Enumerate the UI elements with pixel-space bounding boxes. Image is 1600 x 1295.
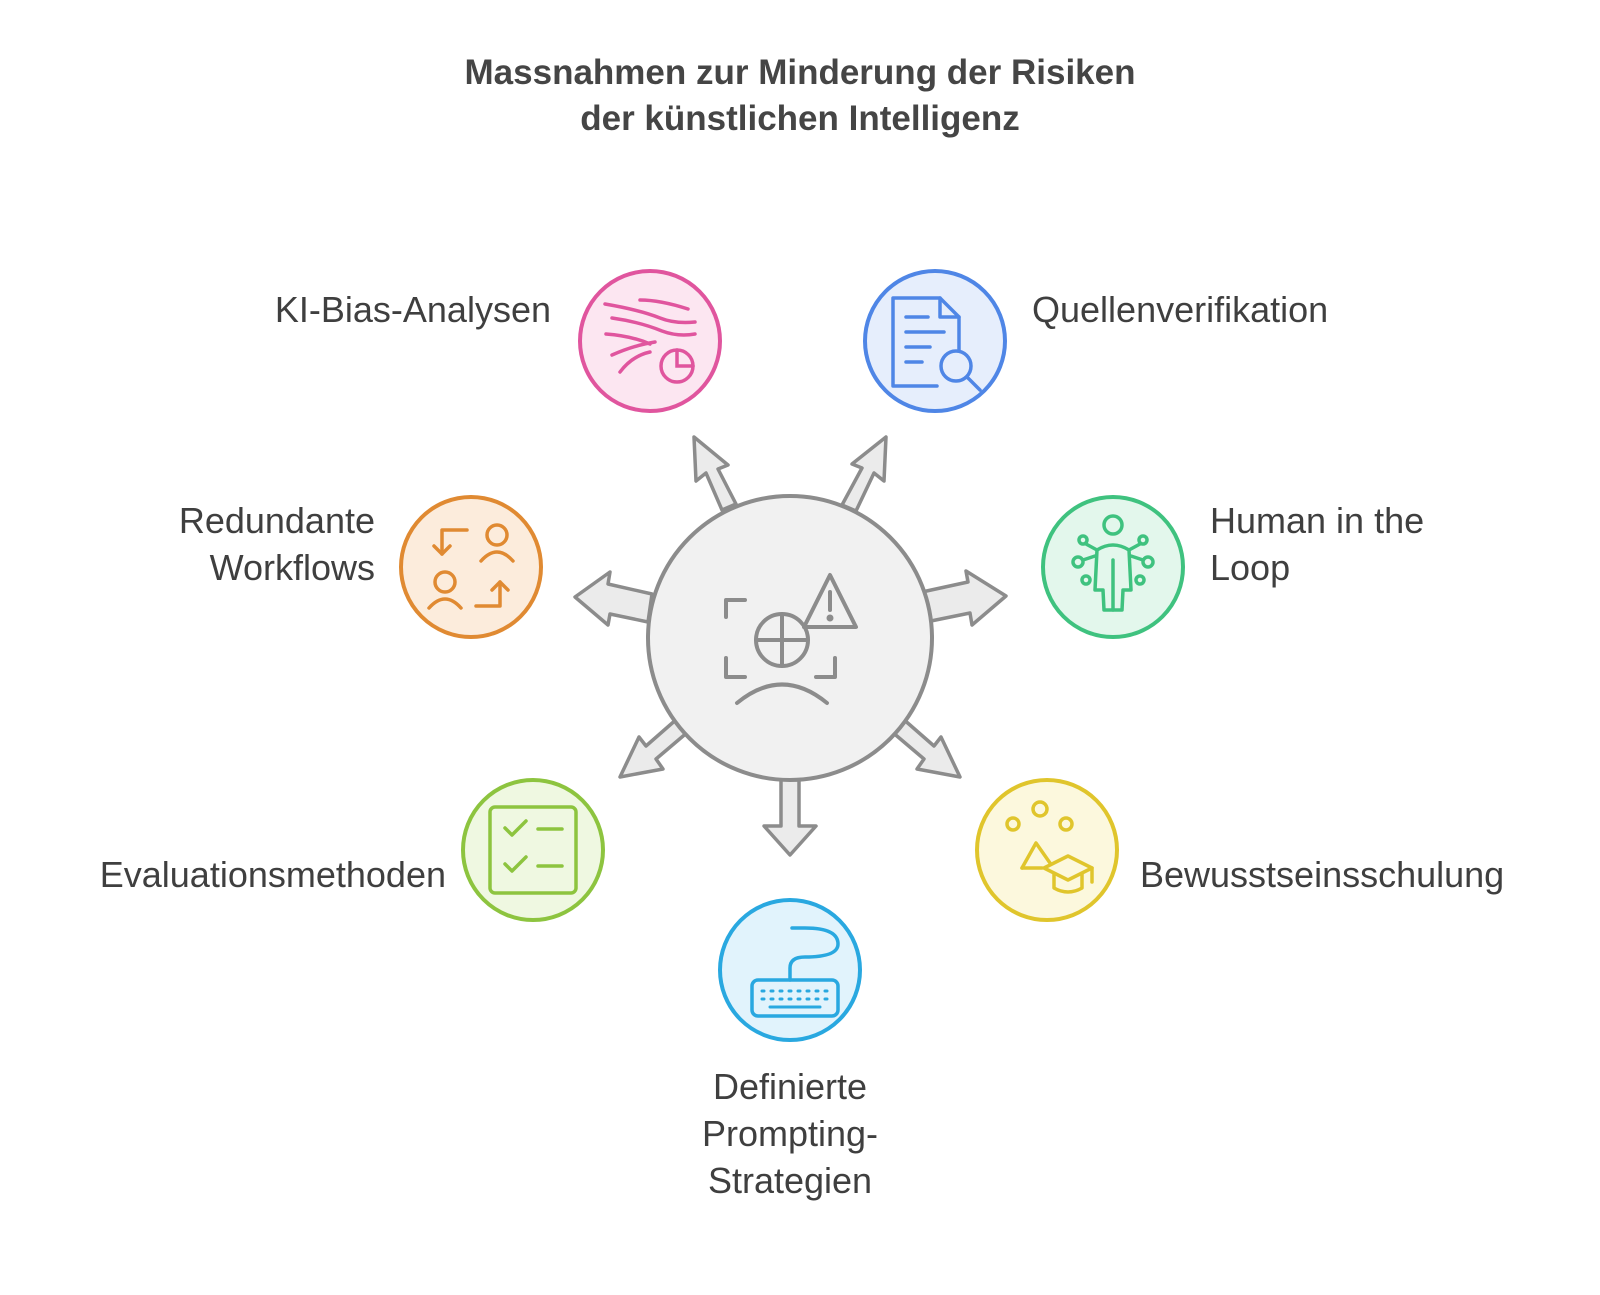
label-line: Bewusstseinsschulung <box>1140 854 1505 895</box>
node-bewusst <box>975 778 1119 922</box>
ai-risk-warning-icon <box>724 573 858 705</box>
central-hub <box>646 494 934 782</box>
label-line: Strategien <box>707 1160 873 1201</box>
title-line-2: der künstlichen Intelligenz <box>580 99 1020 138</box>
node-human <box>1041 495 1185 639</box>
label-bewusst: Bewusstseinsschulung <box>1140 851 1504 898</box>
label-line: Definierte <box>712 1066 868 1107</box>
arrow-to-ki-bias <box>692 435 738 512</box>
label-human: Human in the Loop <box>1210 497 1424 591</box>
label-line: Workflows <box>209 547 375 588</box>
hub-arrows <box>573 435 1008 857</box>
workflow-people-icon <box>427 523 515 610</box>
document-search-icon <box>891 296 982 392</box>
label-line: Evaluationsmethoden <box>99 854 446 895</box>
label-line: Prompting- <box>701 1113 879 1154</box>
graduation-cap-icon <box>1005 800 1094 894</box>
node-prompting <box>718 898 862 1042</box>
checklist-icon <box>488 805 578 895</box>
label-line: KI-Bias-Analysen <box>274 289 551 330</box>
label-evaluation: Evaluationsmethoden <box>100 851 446 898</box>
arrow-to-redundant <box>573 570 654 627</box>
node-quellen <box>863 269 1007 413</box>
human-network-icon <box>1071 514 1155 612</box>
label-redundant: Redundante Workflows <box>179 497 375 591</box>
arrow-to-quellen <box>840 435 888 513</box>
node-evaluation <box>461 778 605 922</box>
label-prompting: Definierte Prompting- Strategien <box>640 1063 940 1204</box>
data-flow-chart-icon <box>603 298 697 384</box>
label-line: Human in the <box>1210 500 1425 541</box>
label-line: Quellenverifikation <box>1032 289 1329 330</box>
arrow-to-bewusst <box>889 716 962 779</box>
keyboard-icon <box>750 926 840 1018</box>
title-line-1: Massnahmen zur Minderung der Risiken <box>464 53 1136 92</box>
arrow-to-human <box>920 569 1008 627</box>
node-redundant <box>399 495 543 639</box>
diagram-title: Massnahmen zur Minderung der Risiken der… <box>0 50 1600 142</box>
label-quellen: Quellenverifikation <box>1032 286 1328 333</box>
label-line: Redundante <box>178 500 375 541</box>
label-line: Loop <box>1210 547 1291 588</box>
arrow-to-evaluation <box>618 716 691 779</box>
node-ki-bias <box>578 269 722 413</box>
label-ki-bias: KI-Bias-Analysen <box>275 286 551 333</box>
